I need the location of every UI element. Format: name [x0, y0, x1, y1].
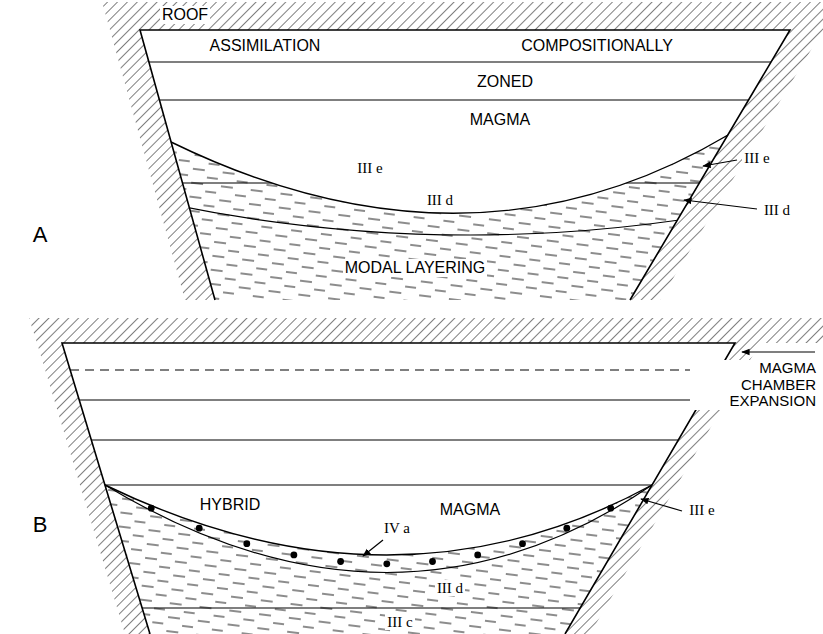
inclusion-dot — [148, 505, 155, 512]
dots — [148, 505, 614, 567]
leader-arrow — [684, 200, 757, 209]
cumulate-top — [171, 135, 728, 213]
annotation: MAGMA CHAMBER EXPANSION — [690, 360, 818, 410]
unit-label: III d — [762, 202, 792, 219]
zone-label: MAGMA — [468, 111, 532, 129]
leader-arrow — [742, 351, 815, 352]
inclusion-dot — [337, 558, 344, 565]
zone-boundary — [105, 484, 652, 485]
inclusion-dot — [383, 560, 390, 567]
zone-boundary — [79, 399, 702, 400]
inclusion-dot — [291, 552, 298, 559]
unit-label: III d — [435, 580, 465, 597]
leader-arrow — [703, 160, 737, 166]
unit-label: IV a — [382, 520, 412, 537]
zone-boundary — [91, 439, 678, 440]
roof-label: ROOF — [160, 6, 210, 24]
unit-label: III e — [355, 160, 384, 177]
layered-cumulate — [140, 130, 800, 310]
former-roof-line — [70, 369, 719, 370]
leader-arrow — [641, 499, 682, 511]
unit-label: III e — [742, 150, 771, 167]
inclusion-dot — [563, 525, 570, 532]
panel-a — [102, 2, 823, 310]
zone-label: COMPOSITIONALLY — [519, 37, 675, 55]
panel-letter: A — [31, 223, 50, 247]
zone-boundary — [149, 61, 771, 62]
inclusion-dot — [243, 540, 250, 547]
cumulate-top — [105, 485, 652, 555]
zone-label: MAGMA — [438, 501, 502, 519]
zone-boundary — [159, 99, 749, 100]
inclusion-dot — [519, 540, 526, 547]
zone-label: ASSIMILATION — [208, 37, 323, 55]
unit-label: III d — [425, 192, 455, 209]
panel-b — [29, 318, 823, 634]
zone-label: HYBRID — [198, 496, 262, 514]
unit-label: III e — [687, 502, 716, 519]
panel-letter: B — [31, 513, 50, 537]
zone-label: ZONED — [475, 73, 535, 91]
inclusion-dot — [607, 505, 614, 512]
inclusion-dot — [474, 552, 481, 559]
cumulate-boundary — [105, 485, 652, 573]
zone-label: MODAL LAYERING — [343, 259, 487, 277]
unit-label: III c — [385, 614, 414, 631]
leader-arrow — [363, 540, 383, 556]
layered-cumulate — [60, 480, 760, 634]
inclusion-dot — [196, 525, 203, 532]
inclusion-dot — [429, 558, 436, 565]
